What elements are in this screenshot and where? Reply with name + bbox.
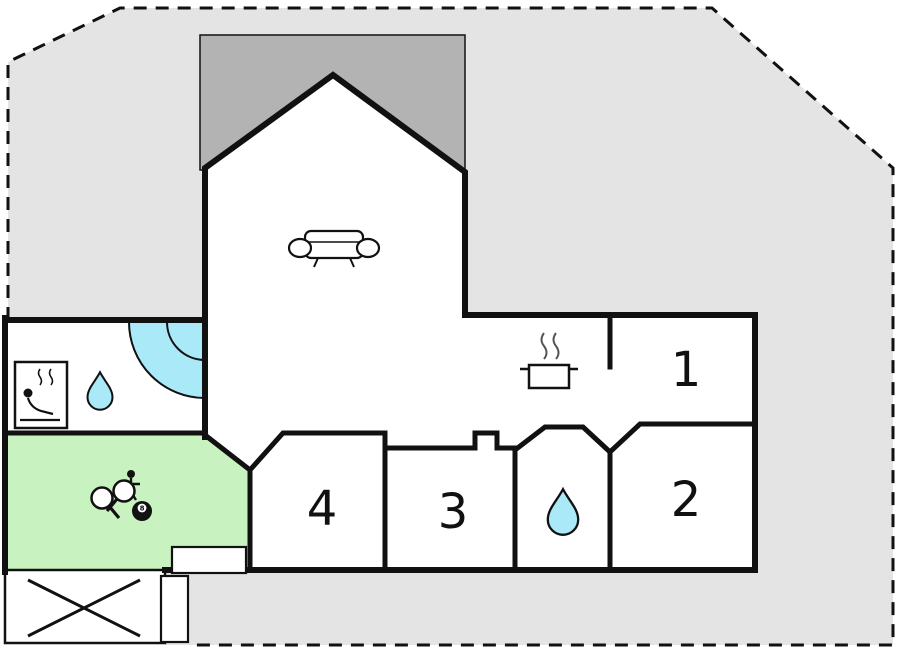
outer-walls (2, 71, 758, 575)
table-tennis-paddles-icon (90, 479, 136, 520)
steaming-pot-icon (520, 332, 578, 390)
entrance-step-upper (170, 545, 248, 575)
games-icons: 8 (90, 470, 152, 521)
room-3-label: 3 (438, 484, 469, 540)
room-1-label: 1 (671, 342, 702, 398)
eight-ball-number: 8 (140, 505, 145, 513)
sauna-person-icon (13, 360, 69, 430)
water-drop-icon (546, 486, 580, 536)
terrace (3, 568, 167, 645)
sofa-icon (287, 229, 381, 268)
games-room-floor (5, 435, 250, 570)
cross-mark-icon (27, 578, 141, 638)
interior-walls (2, 312, 758, 573)
entrance-step-lower (159, 574, 190, 644)
room-2-label: 2 (671, 472, 702, 528)
room-4-label: 4 (307, 481, 338, 537)
corner-shower-icon (127, 321, 206, 400)
eight-ball-icon: 8 (132, 501, 152, 521)
water-drop-icon (86, 370, 114, 411)
plot-boundary-dashed (6, 6, 895, 647)
